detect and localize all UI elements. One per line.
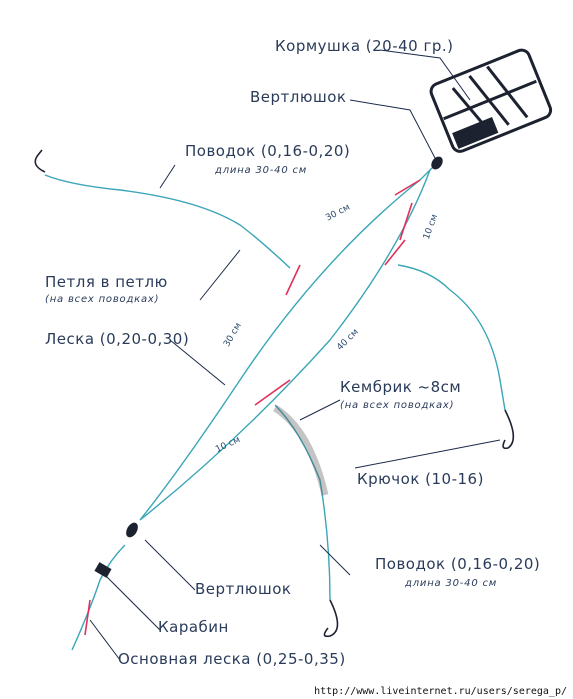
label-leash-bottom-length: длина 30-40 см — [405, 578, 498, 589]
label-hook: Крючок (10-16) — [357, 470, 484, 488]
label-cambric-note: (на всех поводках) — [340, 400, 455, 411]
label-leash-top: Поводок (0,16-0,20) — [185, 142, 351, 160]
feeder-icon — [429, 48, 553, 153]
ptr-cambric — [299, 399, 341, 421]
ptr-line — [169, 339, 226, 386]
carabiner-icon — [94, 562, 112, 578]
arrow-6 — [84, 599, 91, 636]
hook-top-left-icon — [34, 149, 46, 173]
ptr-carabiner — [104, 574, 161, 631]
ptr-main — [89, 619, 121, 661]
leash-bottom-line — [274, 404, 331, 601]
label-carabiner: Карабин — [158, 618, 229, 636]
hook-bottom-icon — [323, 599, 339, 638]
source-url: http://www.liveinternet.ru/users/serega_… — [314, 686, 567, 697]
swivel-bottom-icon — [126, 522, 138, 538]
label-leash-bottom: Поводок (0,16-0,20) — [375, 555, 541, 573]
arrow-4 — [399, 202, 413, 241]
label-loop-note: (на всех поводках) — [45, 294, 160, 305]
ptr-swivel-bottom — [144, 539, 196, 591]
hook-right-icon — [502, 409, 515, 450]
ptr-leash-top — [159, 164, 176, 189]
ptr-loop — [199, 249, 241, 301]
arrow-1 — [285, 264, 301, 296]
label-cambric: Кембрик ~8см — [340, 378, 462, 396]
leash-right-line — [397, 264, 506, 411]
label-loop: Петля в петлю — [45, 273, 168, 291]
label-line: Леска (0,20-0,30) — [45, 330, 190, 348]
label-leash-top-length: длина 30-40 см — [215, 165, 308, 176]
ptr-hook — [354, 439, 501, 469]
swivel-top-icon — [431, 156, 443, 170]
label-swivel-top: Вертлюшок — [250, 88, 347, 106]
label-swivel-bottom: Вертлюшок — [195, 580, 292, 598]
label-main-line: Основная леска (0,25-0,35) — [118, 650, 346, 668]
arrow-5 — [254, 379, 291, 406]
ptr-leash-bottom — [319, 544, 351, 576]
leash-top-line — [44, 174, 291, 269]
ptr-swivel-top — [349, 99, 436, 159]
arrow-3 — [394, 179, 421, 196]
ptr-feeder — [379, 49, 471, 101]
arrow-2 — [384, 239, 406, 266]
label-feeder: Кормушка (20-40 гр.) — [275, 37, 454, 55]
cambric-icon — [273, 405, 329, 496]
main-line — [71, 544, 126, 651]
loop-left-line — [139, 167, 433, 521]
